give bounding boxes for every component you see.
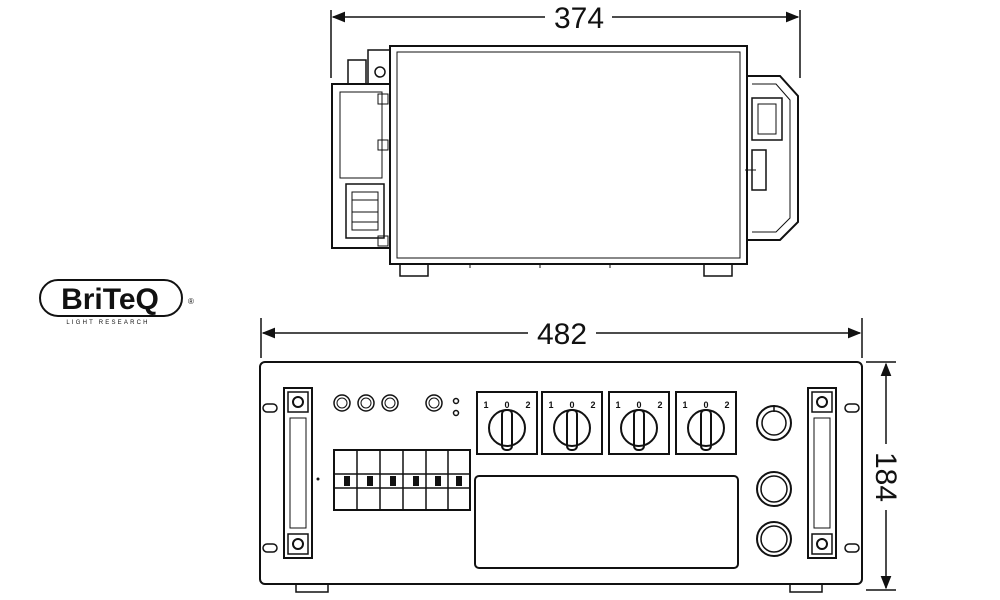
rack-slot-top-right [844, 403, 860, 413]
switch-2-pos2: 2 [590, 400, 595, 410]
connector-socket-1 [756, 471, 792, 507]
front-panel [259, 361, 863, 585]
switch-3-pos1: 1 [615, 400, 620, 410]
logo-registered-mark: ® [188, 297, 194, 306]
indicator-lamps [333, 394, 460, 417]
switch-4-pos1: 1 [682, 400, 687, 410]
blank-plate [474, 475, 739, 569]
dimension-front-height: 184 [866, 361, 902, 591]
connector-socket-2 [756, 521, 792, 557]
selector-switch-2: 1 0 2 [541, 391, 603, 455]
handle-right [807, 387, 837, 559]
briteq-logo: BriTeQ LIGHT RESEARCH ® [39, 279, 194, 326]
handle-left [283, 387, 313, 559]
selector-switch-1: 1 0 2 [476, 391, 538, 455]
switch-2-pos1: 1 [548, 400, 553, 410]
selector-switch-3: 1 0 2 [608, 391, 670, 455]
front-view: 482 184 [259, 318, 902, 593]
rack-slot-bottom-right [844, 543, 860, 553]
unit-body-side [389, 45, 748, 277]
selector-switch-4: 1 0 2 [675, 391, 737, 455]
logo-tagline: LIGHT RESEARCH [66, 320, 149, 326]
emergency-stop-button [756, 405, 792, 441]
rear-handle [745, 75, 799, 241]
dimension-label-482: 482 [537, 318, 587, 351]
switch-4-pos0: 0 [703, 400, 708, 410]
switch-4-pos2: 2 [724, 400, 729, 410]
logo-name: BriTeQ [61, 283, 159, 316]
front-connectors-side [331, 49, 391, 249]
top-view: 374 [330, 2, 801, 277]
foot-left [295, 583, 329, 593]
circuit-breakers [316, 449, 471, 511]
switch-1-pos2: 2 [525, 400, 530, 410]
dimension-label-184: 184 [869, 452, 902, 502]
rack-slot-top-left [262, 403, 278, 413]
dimension-front-width: 482 [260, 318, 863, 358]
switch-3-pos2: 2 [657, 400, 662, 410]
switch-3-pos0: 0 [636, 400, 641, 410]
dimension-label-374: 374 [554, 2, 604, 35]
dimension-top-width: 374 [330, 2, 801, 78]
foot-right [789, 583, 823, 593]
switch-1-pos0: 0 [504, 400, 509, 410]
switch-1-pos1: 1 [483, 400, 488, 410]
rack-slot-bottom-left [262, 543, 278, 553]
switch-2-pos0: 0 [569, 400, 574, 410]
